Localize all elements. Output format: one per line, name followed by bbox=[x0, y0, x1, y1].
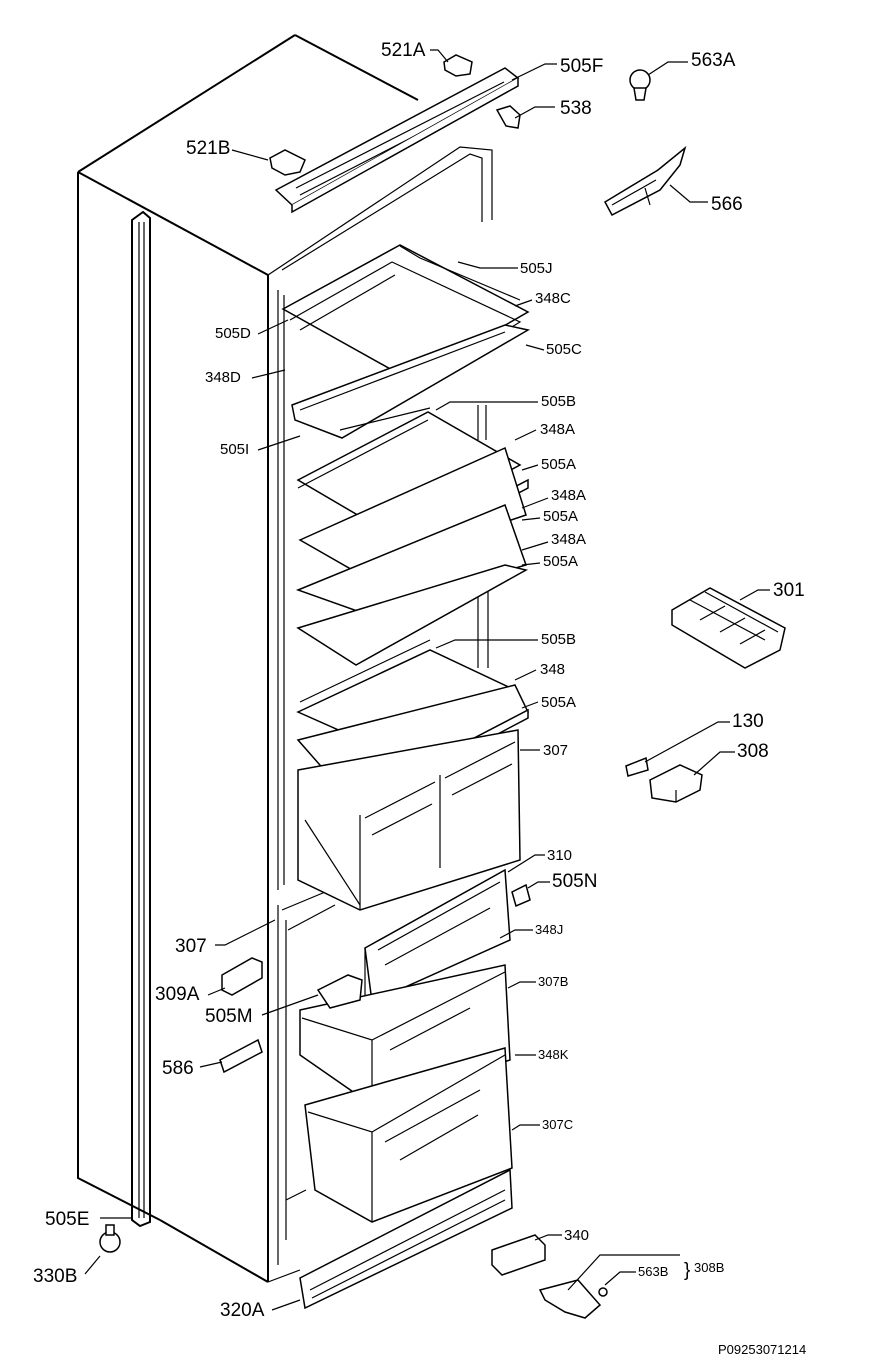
label-505a-2: 505A bbox=[543, 508, 578, 525]
group-bracket: } bbox=[684, 1260, 690, 1281]
label-505d: 505D bbox=[215, 325, 251, 342]
label-348k: 348K bbox=[538, 1047, 569, 1062]
label-505a-1: 505A bbox=[541, 456, 576, 473]
bottom-grille bbox=[299, 1168, 513, 1310]
block-340 bbox=[491, 1234, 546, 1276]
label-348: 348 bbox=[540, 661, 565, 678]
crisper-cover-310 bbox=[364, 868, 511, 1004]
leader-lines bbox=[84, 49, 770, 1311]
foot-330b bbox=[99, 1224, 121, 1253]
hinge-308b bbox=[538, 1279, 608, 1319]
label-307c: 307C bbox=[542, 1117, 573, 1132]
label-348c: 348C bbox=[535, 290, 571, 307]
label-566: 566 bbox=[711, 194, 743, 215]
label-348a-1: 348A bbox=[540, 421, 575, 438]
label-308b: 308B bbox=[694, 1260, 724, 1275]
label-330b: 330B bbox=[33, 1266, 77, 1287]
label-301: 301 bbox=[773, 580, 805, 601]
label-310: 310 bbox=[547, 847, 572, 864]
ice-cube-tray-301 bbox=[671, 587, 786, 669]
label-586: 586 bbox=[162, 1058, 194, 1079]
label-348a-2: 348A bbox=[551, 487, 586, 504]
door-gasket-strip bbox=[131, 210, 151, 1228]
label-348j: 348J bbox=[535, 922, 563, 937]
label-320a: 320A bbox=[220, 1300, 265, 1321]
drawing-code: P09253071214 bbox=[718, 1342, 806, 1357]
label-538: 538 bbox=[560, 98, 592, 119]
glass-shelf-2 bbox=[298, 446, 527, 573]
label-505m: 505M bbox=[205, 1006, 253, 1027]
hinge-cap-left bbox=[269, 149, 306, 176]
bracket-586 bbox=[219, 1038, 263, 1074]
label-505c: 505C bbox=[546, 341, 582, 358]
label-340: 340 bbox=[564, 1227, 589, 1244]
label-505b-upper: 505B bbox=[541, 393, 576, 410]
label-505f: 505F bbox=[560, 56, 603, 77]
label-505a-4: 505A bbox=[541, 694, 576, 711]
label-307b: 307B bbox=[538, 974, 568, 989]
bracket-308 bbox=[649, 764, 703, 803]
label-505n: 505N bbox=[552, 871, 597, 892]
label-309a: 309A bbox=[155, 984, 200, 1005]
label-308: 308 bbox=[737, 741, 769, 762]
label-505b-lower: 505B bbox=[541, 631, 576, 648]
label-307-crisper: 307 bbox=[543, 742, 568, 759]
label-348d: 348D bbox=[205, 369, 241, 386]
hinge-cap-right bbox=[443, 54, 473, 77]
label-130: 130 bbox=[732, 711, 764, 732]
rail-505n bbox=[511, 883, 531, 908]
top-shelf-assembly bbox=[281, 244, 531, 439]
label-505a-3: 505A bbox=[543, 553, 578, 570]
label-563a: 563A bbox=[691, 50, 736, 71]
rail-505m bbox=[316, 974, 363, 1009]
hinge-pin-538 bbox=[495, 105, 521, 129]
crisper-drawer-307 bbox=[297, 729, 521, 911]
label-521b: 521B bbox=[186, 138, 230, 159]
label-307-divider: 307 bbox=[175, 936, 207, 957]
label-521a: 521A bbox=[381, 40, 426, 61]
part-labels: 521A 505F 563A 538 521B 566 505J 348C 50… bbox=[33, 40, 806, 1357]
door-handle-566 bbox=[604, 145, 687, 217]
adjustable-foot-top bbox=[629, 69, 651, 101]
bracket-309a bbox=[221, 957, 263, 996]
label-505i: 505I bbox=[220, 441, 249, 458]
freezer-drawer-307c bbox=[304, 1047, 513, 1223]
label-348a-3: 348A bbox=[551, 531, 586, 548]
label-563b: 563B bbox=[638, 1264, 668, 1279]
label-505e: 505E bbox=[45, 1209, 89, 1230]
top-hinge-bar bbox=[274, 67, 520, 214]
label-505j: 505J bbox=[520, 260, 553, 277]
bracket-130 bbox=[625, 756, 649, 777]
